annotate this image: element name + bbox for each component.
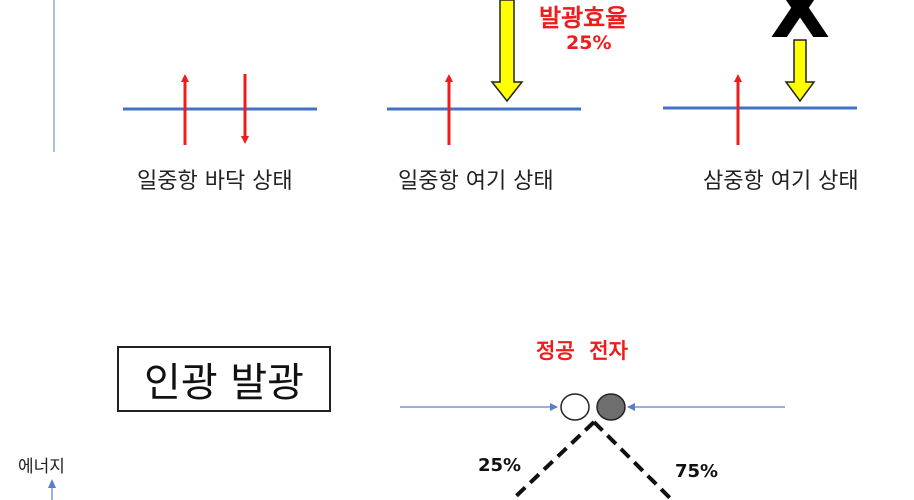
energy-axis-label: 에너지 bbox=[18, 457, 65, 477]
energy-axis-arrow-head bbox=[48, 479, 56, 488]
triplet-excited-label: 삼중항 여기 상태 bbox=[703, 169, 859, 194]
electron-circle bbox=[596, 393, 626, 421]
triplet-path-dashed-line bbox=[592, 420, 674, 500]
right-percentage: 75% bbox=[675, 461, 719, 482]
phosphorescence-title-box: 인광 발광 bbox=[117, 346, 331, 412]
singlet-path-dashed-line bbox=[510, 420, 596, 500]
hole-electron-label: 정공 전자 bbox=[536, 339, 628, 363]
efficiency-value: 25% bbox=[566, 32, 612, 54]
hole-circle bbox=[560, 393, 590, 421]
left-percentage: 25% bbox=[478, 455, 522, 476]
emission-arrow bbox=[490, 0, 524, 103]
ground-state-label: 일중항 바닥 상태 bbox=[137, 169, 293, 194]
phosphorescence-title: 인광 발광 bbox=[144, 360, 304, 406]
blocked-x-mark: X bbox=[770, 0, 831, 56]
efficiency-title: 발광효율 bbox=[539, 4, 628, 32]
singlet-excited-label: 일중항 여기 상태 bbox=[398, 169, 554, 194]
emission-arrow bbox=[784, 39, 816, 103]
